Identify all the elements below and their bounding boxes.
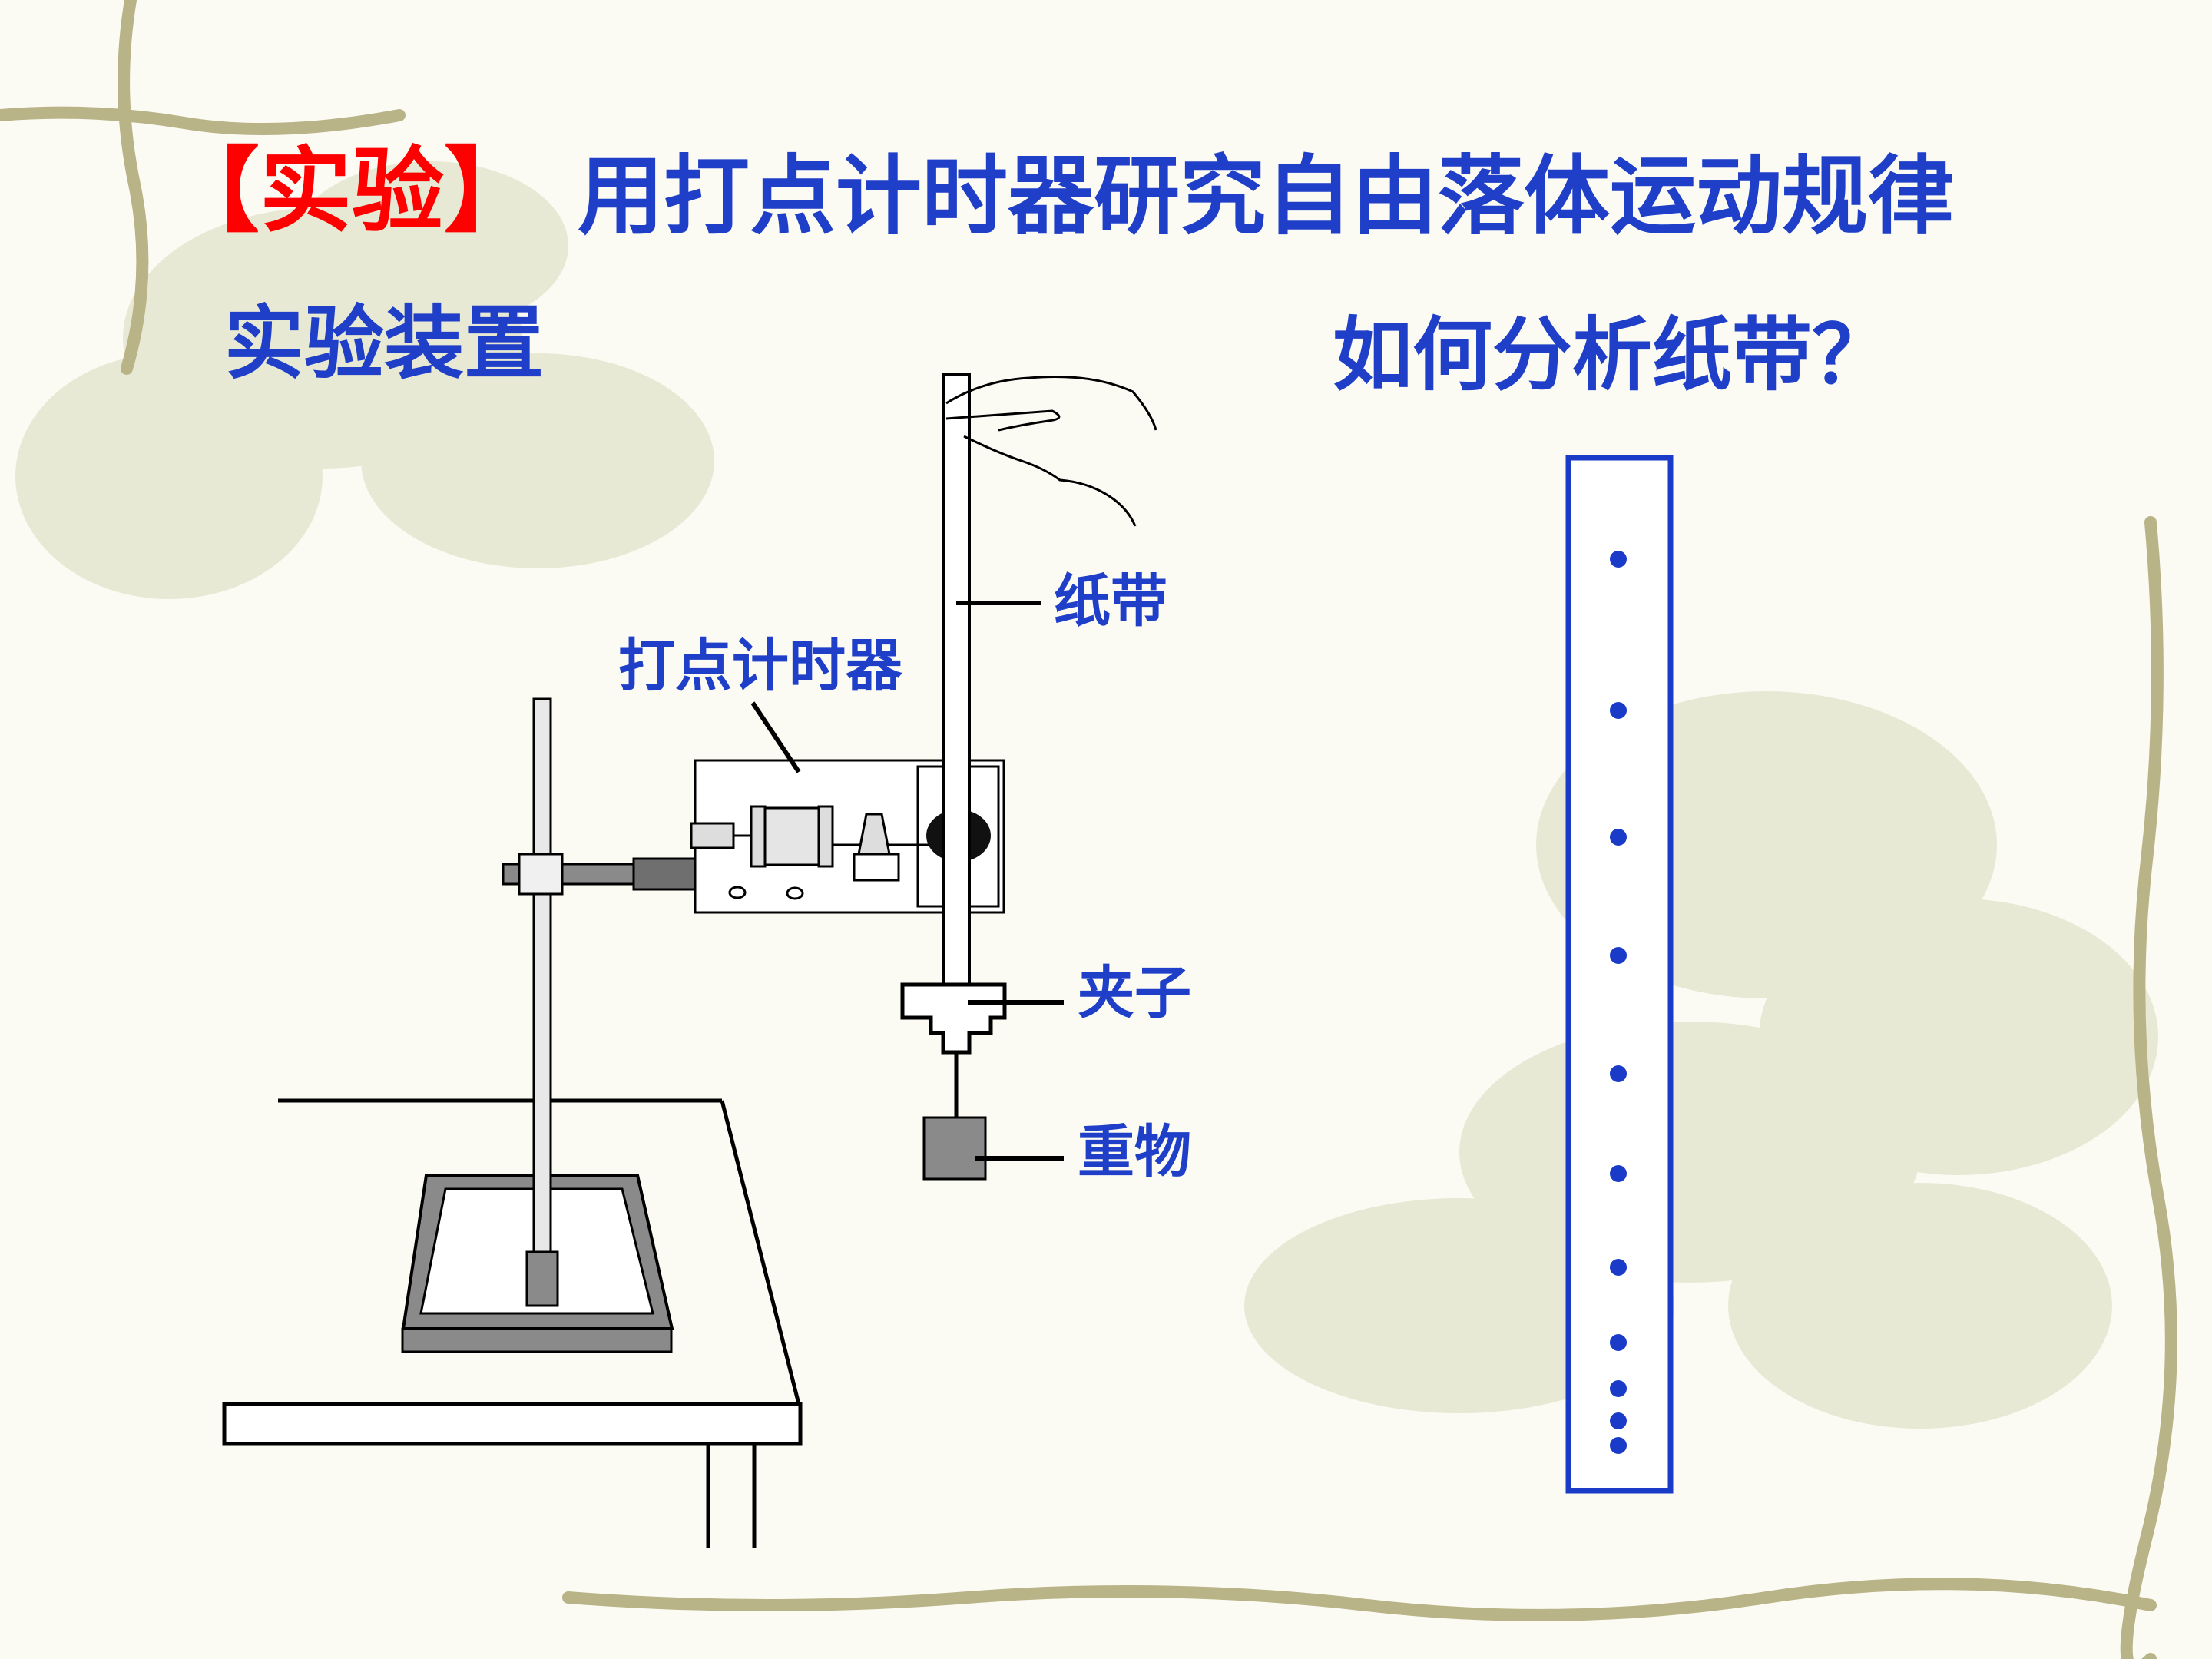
hand <box>945 376 1157 527</box>
tape-dot <box>1610 1065 1627 1082</box>
tape-dot <box>1610 1334 1627 1351</box>
label-weight: 重物 <box>1078 1119 1191 1185</box>
weight <box>922 1116 987 1181</box>
label-timer: 打点计时器 <box>618 633 902 699</box>
label-clamp: 夹子 <box>1078 960 1191 1026</box>
left-heading: 实验装置 <box>224 296 545 390</box>
label-paper-tape: 纸带 <box>1054 568 1167 634</box>
table <box>222 1098 803 1548</box>
tape-dot <box>1610 1259 1627 1276</box>
tape-dot <box>1610 1437 1627 1454</box>
slide-title: 用打点计时器研究自由落体运动规律 <box>578 147 1954 247</box>
title-bracket: 【实验】 <box>167 138 536 245</box>
paper-tape <box>942 373 971 998</box>
right-heading: 如何分析纸带？ <box>1333 308 1892 402</box>
tape-dot <box>1610 1412 1627 1429</box>
tape-dot <box>1610 702 1627 719</box>
tape-dot <box>1610 1165 1627 1182</box>
tape-strip <box>1565 455 1674 1494</box>
tape-dot <box>1610 829 1627 846</box>
tape-dot <box>1610 551 1627 568</box>
tape-dot <box>1610 947 1627 964</box>
tape-dot <box>1610 1380 1627 1397</box>
